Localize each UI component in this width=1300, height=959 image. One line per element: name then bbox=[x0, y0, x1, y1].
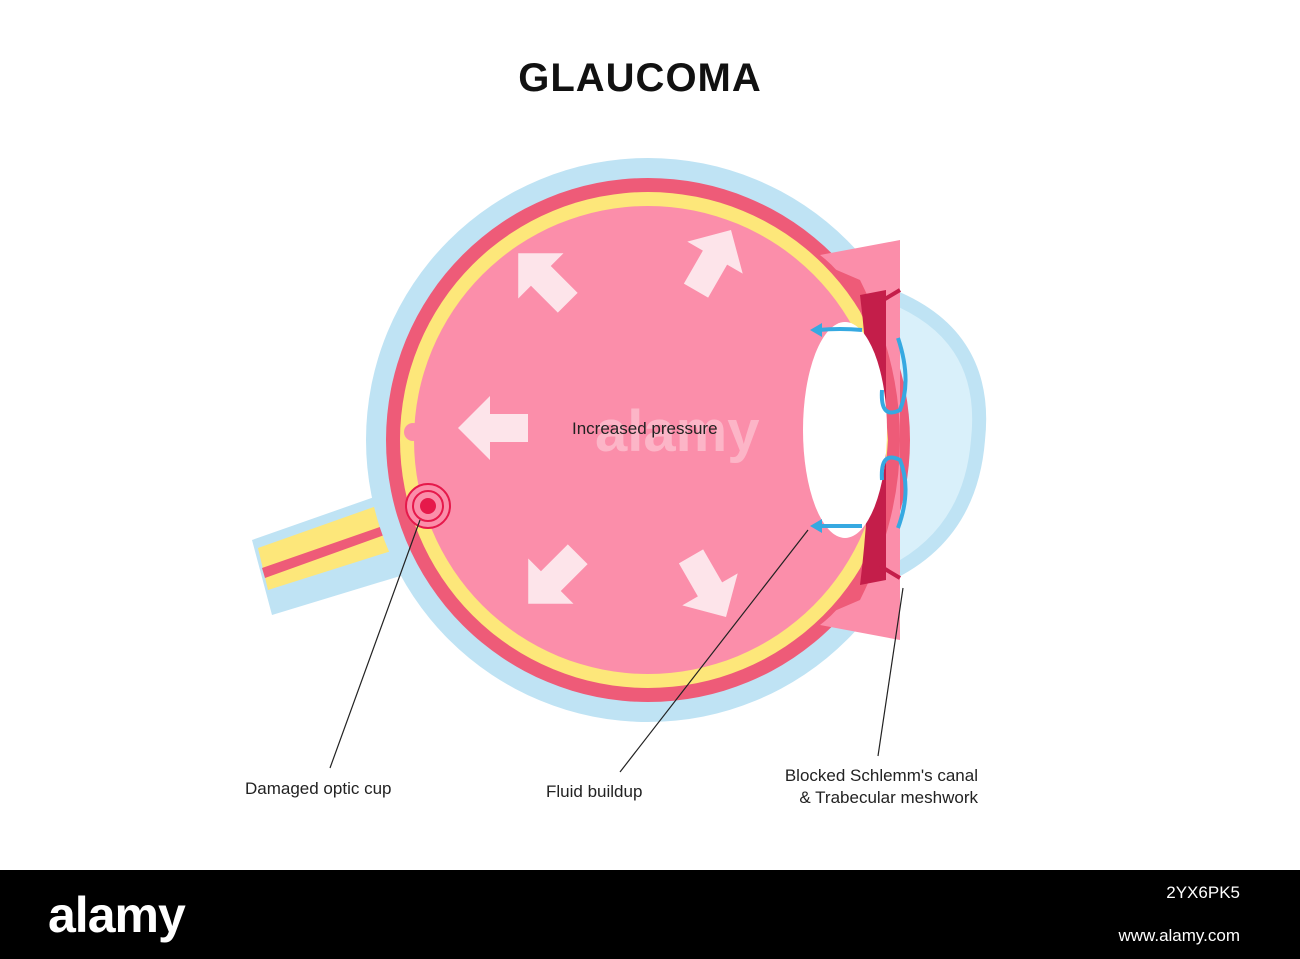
watermark-url: www.alamy.com bbox=[1118, 926, 1240, 945]
alamy-logo: alamy bbox=[48, 887, 186, 943]
lens bbox=[803, 322, 887, 538]
pressure-arrow-icon bbox=[528, 544, 588, 604]
eye-diagram bbox=[252, 158, 987, 773]
blocked-canal-label: Blocked Schlemm's canal & Trabecular mes… bbox=[700, 765, 978, 809]
blocked-canal-line1: Blocked Schlemm's canal bbox=[784, 766, 978, 785]
pressure-label: Increased pressure bbox=[572, 419, 718, 438]
pressure-arrow-icon bbox=[458, 396, 528, 460]
optic-nerve bbox=[252, 495, 420, 615]
blocked-canal-line2: & Trabecular meshwork bbox=[799, 788, 978, 807]
watermark-bar bbox=[0, 870, 1300, 959]
fluid-buildup-label: Fluid buildup bbox=[546, 782, 643, 801]
eyeball bbox=[366, 158, 987, 722]
pressure-arrow-icon bbox=[683, 229, 743, 298]
image-id: 2YX6PK5 bbox=[1166, 883, 1240, 902]
damage-target-icon bbox=[405, 483, 451, 529]
optic-cup-label: Damaged optic cup bbox=[245, 779, 392, 798]
page-title: GLAUCOMA bbox=[518, 56, 762, 100]
vitreous-body bbox=[414, 206, 882, 674]
pressure-arrow-icon bbox=[678, 549, 738, 618]
pressure-arrow-icon bbox=[518, 253, 578, 313]
leader-lines bbox=[329, 519, 904, 773]
